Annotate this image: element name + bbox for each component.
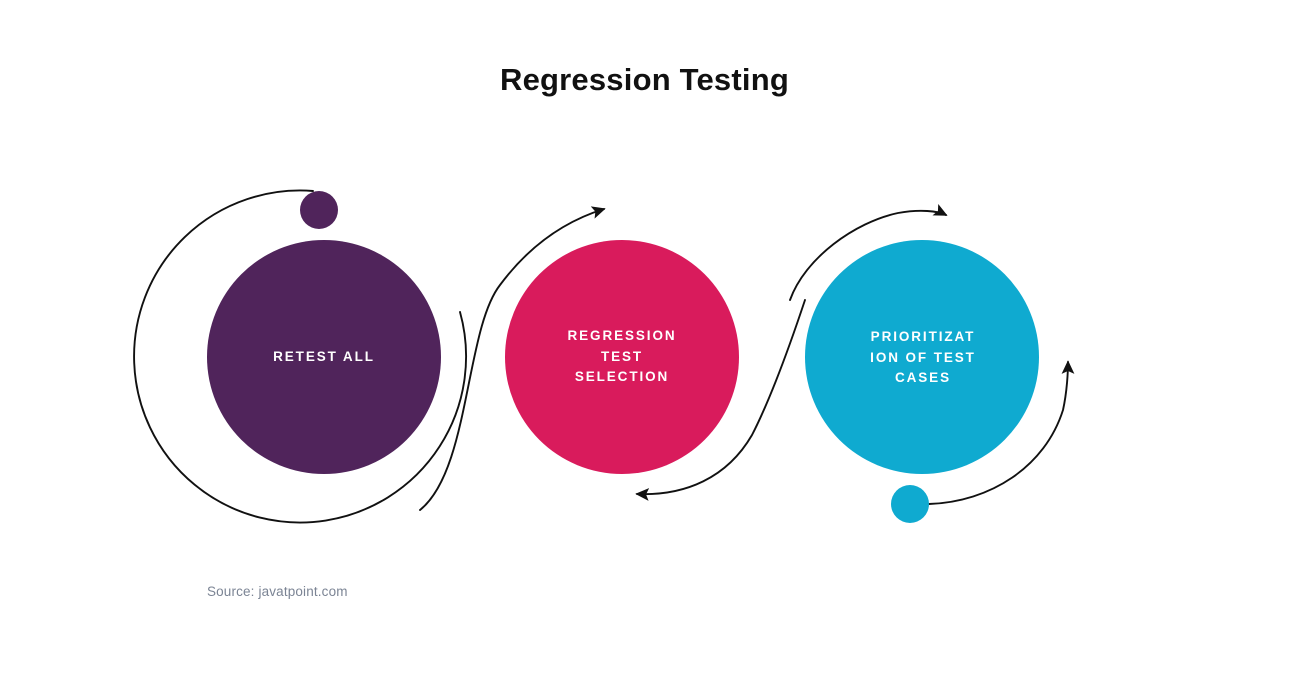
ring-arc-retest-all bbox=[133, 189, 468, 524]
stage-dot-retest-all bbox=[300, 191, 338, 229]
stage-circle-prioritization-of-test-cases[interactable] bbox=[805, 240, 1039, 474]
connector-arc-prioritization-top bbox=[789, 203, 948, 301]
connector-retest-to-regression bbox=[419, 206, 606, 511]
source-caption: Source: javatpoint.com bbox=[207, 584, 348, 599]
stage-dot-prioritization-of-test-cases bbox=[891, 485, 929, 523]
stage-circle-retest-all[interactable] bbox=[207, 240, 441, 474]
stage-circle-regression-test-selection[interactable] bbox=[505, 240, 739, 474]
connector-arc-prioritization-dot bbox=[928, 360, 1075, 505]
page-title: Regression Testing bbox=[500, 62, 789, 97]
connector-regression-to-prioritization bbox=[635, 299, 806, 501]
